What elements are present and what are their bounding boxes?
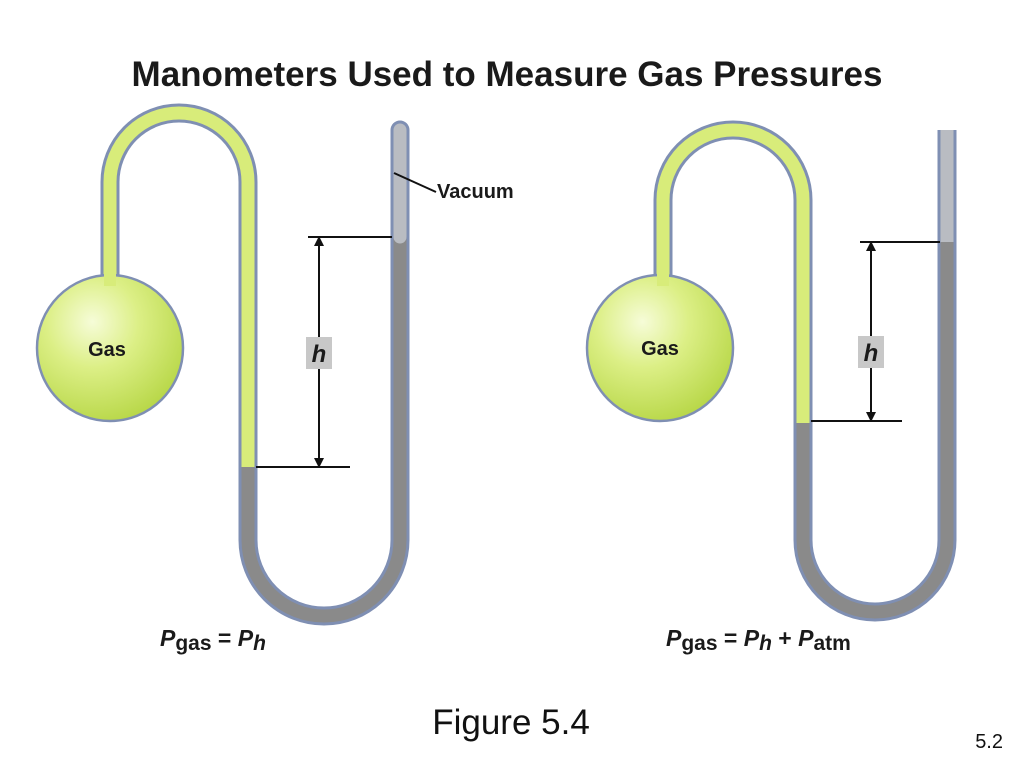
left-eq-lhs-sub: gas [175, 632, 211, 655]
right-eq-equals: = [718, 625, 744, 651]
vacuum-label: Vacuum [437, 181, 514, 203]
left-eq-lhs-p: P [160, 625, 176, 651]
left-mercury-column [241, 237, 407, 623]
right-eq-plus: + [772, 625, 798, 651]
right-eq-rhs2-p: P [798, 625, 814, 651]
right-eq-lhs-p: P [666, 625, 682, 651]
right-eq-rhs1-sub: h [759, 632, 772, 655]
slide-number: 5.2 [975, 731, 1003, 753]
right-eq-rhs2-sub: atm [813, 632, 850, 655]
right-equation: Pgas = Ph + Patm [666, 625, 851, 655]
open-end-manometer: Gas h Pgas = Ph + Patm [585, 120, 957, 655]
closed-end-manometer: Gas Vacuum h Pgas = Ph [35, 103, 514, 655]
left-equation: Pgas = Ph [160, 625, 266, 655]
left-gas-label: Gas [88, 339, 126, 361]
vacuum-pointer [393, 172, 437, 193]
right-gas-column [656, 123, 810, 423]
left-height-label: h [312, 341, 327, 368]
left-eq-equals: = [212, 625, 238, 651]
left-eq-rhs-p: P [238, 625, 254, 651]
left-eq-rhs-sub: h [253, 632, 266, 655]
right-eq-rhs1-p: P [744, 625, 760, 651]
slide-title: Manometers Used to Measure Gas Pressures [132, 55, 883, 94]
left-gas-column [103, 106, 255, 467]
figure-caption: Figure 5.4 [432, 703, 590, 742]
right-eq-lhs-sub: gas [681, 632, 717, 655]
right-mercury-column [796, 242, 954, 619]
right-height-label: h [864, 340, 879, 367]
left-height-label-box [306, 337, 332, 369]
right-gas-label: Gas [641, 338, 679, 360]
right-height-label-box [858, 336, 884, 368]
